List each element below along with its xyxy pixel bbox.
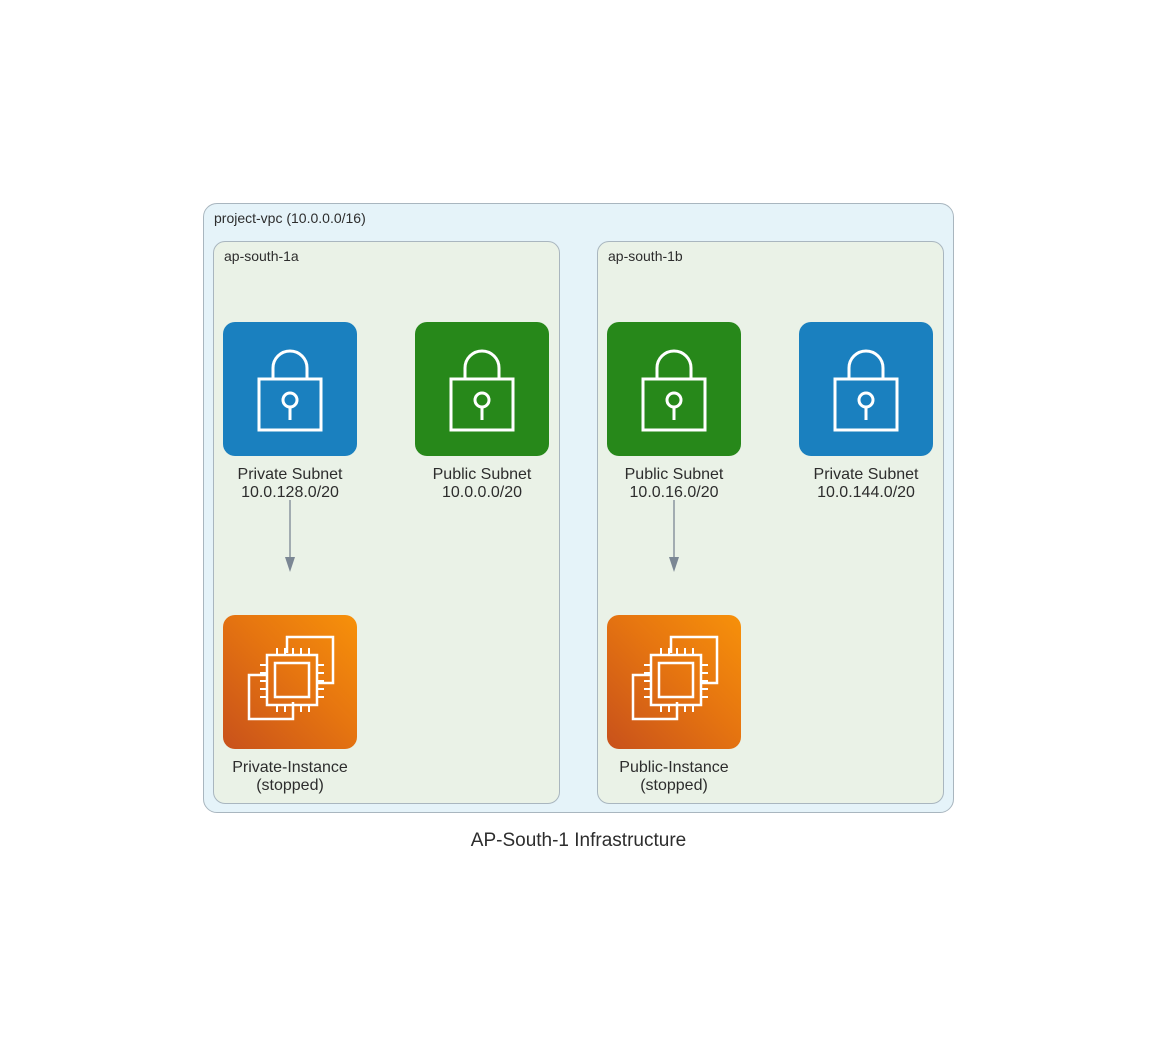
public-instance-node[interactable] — [607, 615, 741, 749]
subnet-name: Public Subnet — [432, 466, 532, 483]
instance-state: (stopped) — [256, 777, 324, 794]
lock-icon — [833, 349, 899, 432]
private-subnet-a-label: Private Subnet 10.0.128.0/20 — [190, 466, 390, 502]
public-instance-label: Public-Instance (stopped) — [574, 759, 774, 795]
private-subnet-b-node[interactable] — [799, 322, 933, 456]
public-subnet-a-node[interactable] — [415, 322, 549, 456]
instance-state: (stopped) — [640, 777, 708, 794]
lock-icon — [449, 349, 515, 432]
subnet-name: Private Subnet — [813, 466, 919, 483]
subnet-cidr: 10.0.144.0/20 — [817, 484, 915, 501]
private-instance-label: Private-Instance (stopped) — [190, 759, 390, 795]
subnet-cidr: 10.0.0.0/20 — [441, 484, 523, 501]
subnet-cidr: 10.0.128.0/20 — [241, 484, 339, 501]
zone-label-b: ap-south-1b — [608, 248, 683, 264]
vpc-label: project-vpc (10.0.0.0/16) — [214, 210, 366, 226]
edge-public-subnet-to-public-instance — [669, 500, 679, 572]
ec2-instance-icon — [247, 635, 335, 721]
public-subnet-a-label: Public Subnet 10.0.0.0/20 — [382, 466, 582, 502]
private-subnet-a-node[interactable] — [223, 322, 357, 456]
instance-name: Private-Instance — [232, 759, 348, 776]
instance-name: Public-Instance — [619, 759, 729, 776]
ec2-instance-icon — [631, 635, 719, 721]
private-subnet-b-label: Private Subnet 10.0.144.0/20 — [766, 466, 966, 502]
public-subnet-b-label: Public Subnet 10.0.16.0/20 — [574, 466, 774, 502]
diagram-title: AP-South-1 Infrastructure — [470, 830, 687, 851]
subnet-name: Public Subnet — [624, 466, 724, 483]
public-subnet-b-node[interactable] — [607, 322, 741, 456]
lock-icon — [641, 349, 707, 432]
subnet-cidr: 10.0.16.0/20 — [629, 484, 719, 501]
private-instance-node[interactable] — [223, 615, 357, 749]
edge-private-subnet-to-private-instance — [285, 500, 295, 572]
subnet-name: Private Subnet — [237, 466, 343, 483]
lock-icon — [257, 349, 323, 432]
zone-label-a: ap-south-1a — [224, 248, 299, 264]
